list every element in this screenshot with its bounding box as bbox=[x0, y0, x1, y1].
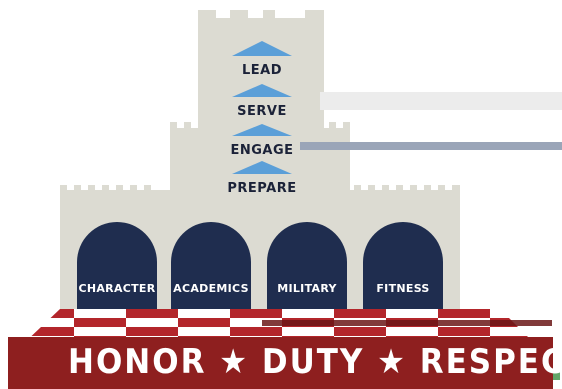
tier-label-serve: SERVE bbox=[237, 104, 287, 119]
render-artifact bbox=[300, 142, 562, 150]
pillar-label-academics: ACADEMICS bbox=[173, 282, 249, 295]
arrow-icons bbox=[232, 41, 292, 174]
render-artifact bbox=[262, 320, 552, 326]
pillar-label-character: CHARACTER bbox=[78, 282, 156, 295]
tier-label-engage: ENGAGE bbox=[230, 143, 294, 158]
arrow-up-icon bbox=[232, 124, 292, 136]
middle-tier bbox=[170, 122, 350, 193]
tier-label-lead: LEAD bbox=[241, 63, 283, 78]
arrow-up-icon bbox=[232, 41, 292, 56]
arrow-up-icon bbox=[232, 84, 292, 97]
pillar-label-military: MILITARY bbox=[277, 282, 337, 295]
tier-label-prepare: PREPARE bbox=[227, 181, 297, 196]
motto-banner bbox=[8, 337, 553, 389]
pillar-label-fitness: FITNESS bbox=[376, 282, 430, 295]
arrow-up-icon bbox=[232, 161, 292, 174]
motto-text: HONOR ★ DUTY ★ RESPECT bbox=[68, 342, 562, 382]
top-tower bbox=[198, 10, 324, 130]
render-artifact bbox=[320, 92, 562, 110]
pillar-arches bbox=[77, 222, 443, 310]
